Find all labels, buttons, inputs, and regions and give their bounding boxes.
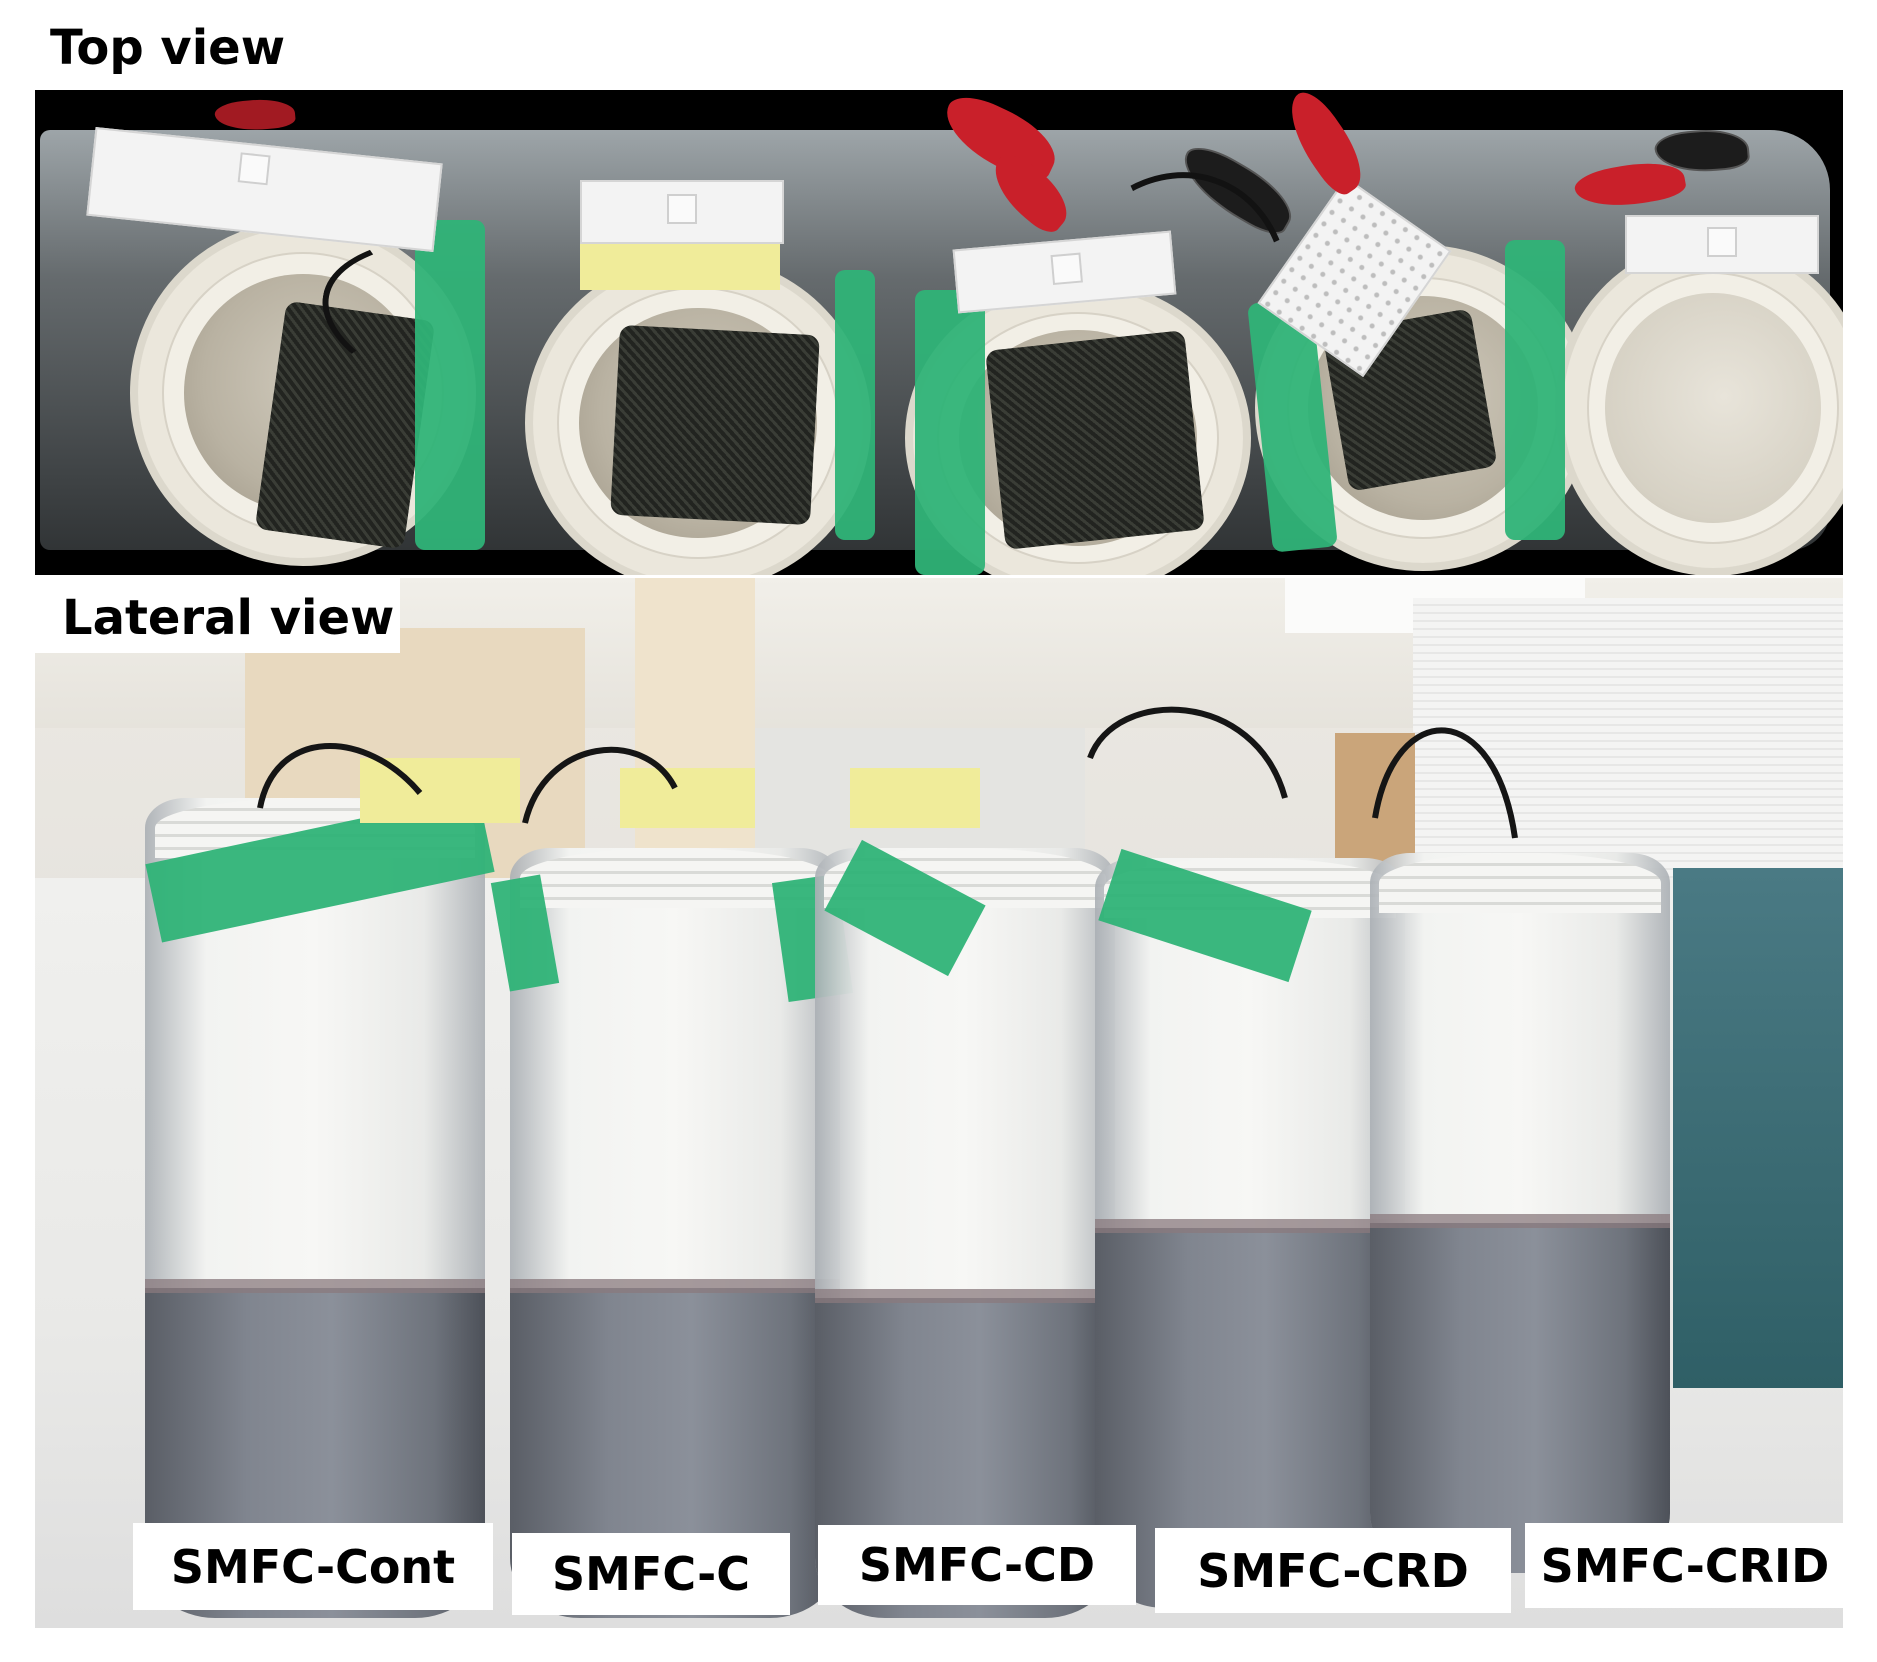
lid-5: [1625, 215, 1819, 274]
lateral-view-photo: Lateral view SMFC-Cont SMFC-C SMFC-CD SM…: [35, 578, 1843, 1628]
red-alligator-clip-top-left: [213, 96, 297, 134]
sample-label-2: SMFC-C: [512, 1533, 790, 1615]
wire-side-3: [1087, 706, 1288, 799]
green-tape-2: [835, 270, 875, 540]
wire-side-2: [522, 746, 678, 824]
green-tape-3: [915, 290, 985, 575]
yellow-board-side-1: [360, 758, 520, 823]
lateral-view-heading-box: Lateral view: [35, 578, 400, 653]
yellow-board-side-3: [850, 768, 980, 828]
top-view-photo: [35, 90, 1843, 575]
overhead-wires: [257, 706, 1518, 839]
jar-side-4: [1095, 858, 1405, 1608]
sample-label-1: SMFC-Cont: [133, 1523, 493, 1610]
jar-side-5: [1370, 853, 1670, 1573]
teal-container: [1673, 868, 1843, 1388]
wire-side-1: [257, 742, 423, 809]
jar-side-3: [815, 848, 1115, 1618]
sample-label-5: SMFC-CRID: [1525, 1523, 1843, 1608]
lateral-view-heading: Lateral view: [62, 590, 395, 646]
wire-side-4: [1372, 727, 1518, 839]
lid-2: [580, 180, 784, 244]
yellow-board-side-2: [620, 768, 755, 828]
sample-label-3: SMFC-CD: [818, 1525, 1136, 1605]
sample-label-4: SMFC-CRD: [1155, 1528, 1511, 1613]
green-tape-1: [415, 220, 485, 550]
jar-side-1: [145, 798, 485, 1618]
green-tape-5: [1505, 240, 1565, 540]
top-view-heading: Top view: [50, 20, 286, 76]
